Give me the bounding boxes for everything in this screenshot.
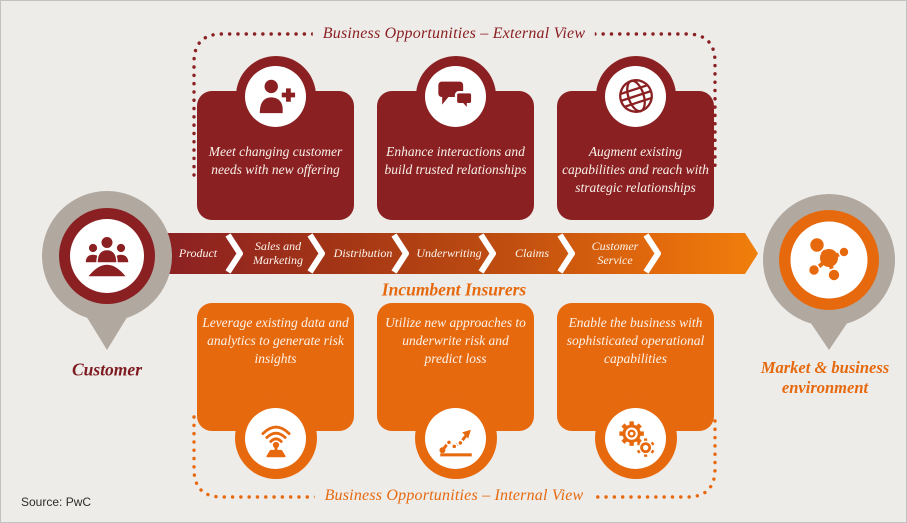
source-note: Source: PwC bbox=[21, 495, 92, 509]
chevron-separator-icon bbox=[225, 233, 243, 274]
market-pin bbox=[763, 194, 895, 350]
internal-box-text: Utilize new approaches to underwrite ris… bbox=[385, 315, 526, 367]
person-plus-icon bbox=[235, 56, 316, 136]
customer-pin bbox=[42, 191, 172, 350]
chain-segment: Sales and Marketing bbox=[253, 239, 303, 267]
chat-bubbles-icon bbox=[415, 56, 496, 136]
value-chain-bar: Product Sales and Marketing Distribution… bbox=[164, 233, 758, 274]
external-box-text: Enhance interactions and build trusted r… bbox=[384, 144, 527, 178]
chain-segment: Underwriting bbox=[416, 245, 482, 260]
chain-segment: Customer Service bbox=[591, 239, 639, 267]
people-group-icon bbox=[84, 235, 130, 278]
chevron-separator-icon bbox=[643, 233, 661, 274]
external-view-label: Business Opportunities – External View bbox=[312, 24, 596, 44]
external-box-capabilities: Augment existing capabilities and reach … bbox=[557, 53, 714, 220]
internal-box-text: Enable the business with sophisticated o… bbox=[566, 315, 705, 367]
external-box-customer-needs: Meet changing customer needs with new of… bbox=[197, 53, 354, 220]
external-box-text: Meet changing customer needs with new of… bbox=[208, 144, 343, 178]
molecule-icon bbox=[807, 236, 850, 282]
internal-box-operational: Enable the business with sophisticated o… bbox=[557, 303, 714, 479]
internal-box-data-analytics: Leverage existing data and analytics to … bbox=[197, 303, 354, 479]
internal-box-underwrite-risk: Utilize new approaches to underwrite ris… bbox=[377, 303, 534, 479]
chain-segment: Distribution bbox=[333, 245, 393, 260]
internal-dotted-frame bbox=[192, 415, 717, 499]
internal-view-label: Business Opportunities – Internal View bbox=[314, 486, 594, 506]
globe-icon bbox=[595, 56, 676, 136]
external-box-interactions: Enhance interactions and build trusted r… bbox=[377, 53, 534, 220]
incumbent-insurers-title: Incumbent Insurers bbox=[381, 279, 527, 300]
internal-box-text: Leverage existing data and analytics to … bbox=[202, 315, 349, 367]
chain-segment: Claims bbox=[514, 245, 549, 260]
sensor-antenna-icon bbox=[234, 397, 317, 479]
gears-icon bbox=[594, 397, 677, 479]
chevron-separator-icon bbox=[391, 233, 409, 274]
chain-segment: Product bbox=[178, 245, 218, 260]
chevron-separator-icon bbox=[307, 233, 325, 274]
trend-chart-icon bbox=[414, 397, 497, 479]
chevron-separator-icon bbox=[478, 233, 496, 274]
customer-label: Customer bbox=[71, 359, 143, 380]
chevron-separator-icon bbox=[557, 233, 575, 274]
external-box-text: Augment existing capabilities and reach … bbox=[562, 144, 709, 196]
market-label: Market & business environment bbox=[760, 358, 890, 397]
